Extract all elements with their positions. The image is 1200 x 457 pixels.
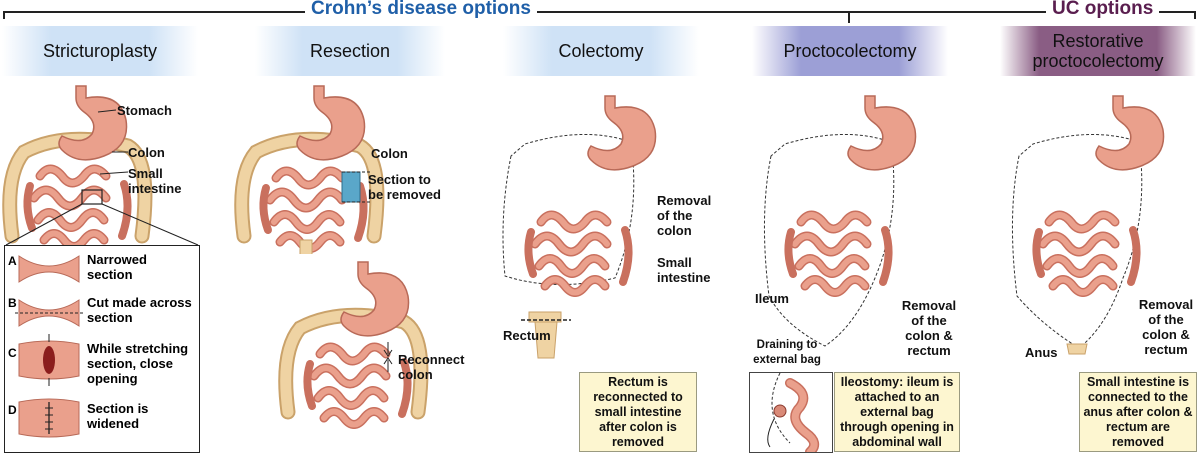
uc-bracket-right-tick: [1194, 11, 1196, 19]
colectomy-header: Colectomy: [503, 26, 699, 76]
resection-colon-label: Colon: [371, 146, 408, 161]
resection-anatomy-top: [238, 85, 378, 254]
proctocolectomy-anatomy: [763, 95, 917, 347]
stricturoplasty-header: Stricturoplasty: [2, 26, 198, 76]
rectum-label: Rectum: [503, 328, 551, 343]
step-c-graphic: [18, 334, 80, 386]
step-a-text: Narrowed section: [87, 252, 147, 282]
stricturoplasty-steps-box: A Narrowed section B Cut made across sec…: [4, 245, 200, 453]
proctocolectomy-note: Ileostomy: ileum is attached to an exter…: [834, 372, 960, 452]
step-d-graphic: [18, 398, 80, 438]
uc-bracket: [850, 11, 1196, 13]
step-a-graphic: [18, 255, 80, 283]
draining-label: Draining to external bag: [753, 339, 821, 366]
step-d-text: Section is widened: [87, 401, 149, 431]
restorative-header: Restorative proctocolectomy: [1000, 26, 1196, 76]
bracket-divider-tick: [848, 11, 850, 23]
step-d-letter: D: [8, 403, 17, 417]
ileostomy-inset: [749, 372, 833, 453]
colectomy-note: Rectum is reconnected to small intestine…: [579, 372, 697, 452]
colectomy-small-intestine-label: Small intestine: [657, 255, 711, 285]
step-a-letter: A: [8, 254, 17, 268]
step-b-text: Cut made across section: [87, 295, 192, 325]
uc-options-title: UC options: [1046, 0, 1160, 20]
reconnect-colon-label: Reconnect colon: [398, 352, 465, 382]
step-c-letter: C: [8, 346, 17, 360]
ileum-label: Ileum: [755, 291, 789, 306]
stricturoplasty-anatomy: [6, 85, 199, 236]
proctocolectomy-header: Proctocolectomy: [752, 26, 948, 76]
resection-header: Resection: [255, 26, 445, 76]
restorative-anatomy: [1011, 95, 1165, 355]
ileostomy-inset-graphic: [767, 373, 820, 452]
resection-anatomy-bottom: [282, 261, 422, 432]
step-b-graphic: [15, 299, 83, 327]
procto-removal-label: Removal of the colon & rectum: [901, 298, 957, 358]
restorative-note: Small intestine is connected to the anus…: [1079, 372, 1197, 452]
step-b-letter: B: [8, 296, 17, 310]
crohns-options-title: Crohn’s disease options: [305, 0, 537, 20]
small-intestine-label: Small intestine: [128, 166, 182, 196]
crohn-bracket-left-tick: [3, 11, 5, 19]
stricturoplasty-leader-lines: [97, 109, 129, 175]
colectomy-anatomy: [502, 95, 657, 359]
section-to-be-removed-label: Section to be removed: [368, 172, 441, 202]
stomach-label: Stomach: [117, 103, 172, 118]
restorative-removal-label: Removal of the colon & rectum: [1138, 297, 1194, 357]
anus-label: Anus: [1025, 345, 1058, 360]
colon-label: Colon: [128, 145, 165, 160]
removal-of-colon-label: Removal of the colon: [657, 193, 712, 238]
step-c-text: While stretching section, close opening: [87, 341, 189, 386]
